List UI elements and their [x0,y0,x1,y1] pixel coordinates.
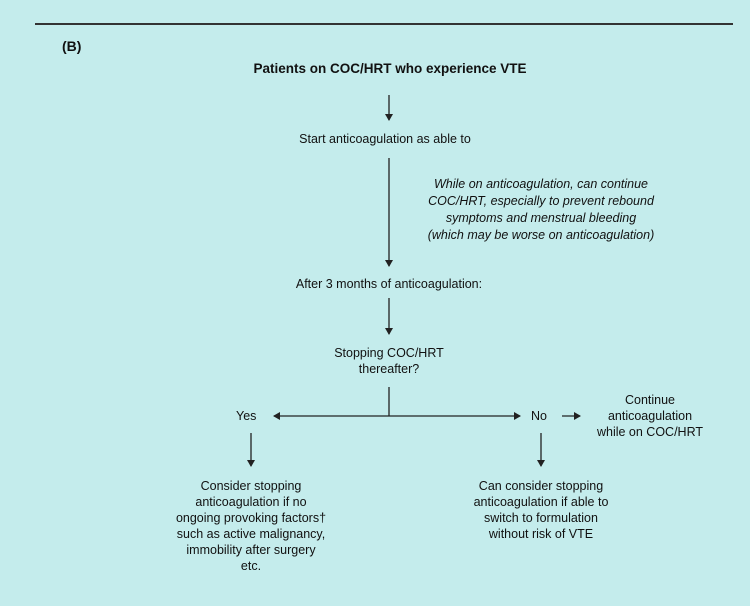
after-3-months-step: After 3 months of anticoagulation: [295,277,483,291]
yes-outcome-line: Consider stopping [200,479,302,493]
stopping-question: Stopping COC/HRT thereafter? [300,345,478,377]
note-line: COC/HRT, especially to prevent rebound [428,194,654,208]
continue-line: while on COC/HRT [596,425,704,439]
question-line: Stopping COC/HRT [334,346,444,360]
top-rule [35,23,733,25]
yes-outcome-line: ongoing provoking factors† [175,511,327,525]
no-outcome-line: Can consider stopping [478,479,604,493]
continue-line: anticoagulation [607,409,693,423]
yes-outcome-line: anticoagulation if no [195,495,307,509]
no-outcome-box: Can consider stopping anticoagulation if… [446,478,636,542]
panel-label: (B) [62,38,82,54]
continue-line: Continue [624,393,676,407]
note-line: While on anticoagulation, can continue [433,177,649,191]
no-branch-label: No [531,409,547,423]
no-outcome-line: switch to formulation [484,511,598,525]
no-outcome-line: anticoagulation if able to [473,495,609,509]
continue-anticoagulation-box: Continue anticoagulation while on COC/HR… [580,392,720,440]
yes-outcome-line: etc. [240,559,262,573]
note-line: symptoms and menstrual bleeding [445,211,637,225]
continue-coc-note: While on anticoagulation, can continue C… [398,176,684,244]
yes-outcome-box: Consider stopping anticoagulation if no … [156,478,346,574]
yes-branch-label: Yes [236,409,257,423]
no-outcome-line: without risk of VTE [488,527,594,541]
start-anticoagulation-step: Start anticoagulation as able to [299,132,471,146]
flowchart-title: Patients on COC/HRT who experience VTE [253,61,527,76]
yes-outcome-line: such as active malignancy, [176,527,326,541]
yes-outcome-line: immobility after surgery [186,543,316,557]
question-line: thereafter? [358,362,420,376]
note-line: (which may be worse on anticoagulation) [427,228,655,242]
